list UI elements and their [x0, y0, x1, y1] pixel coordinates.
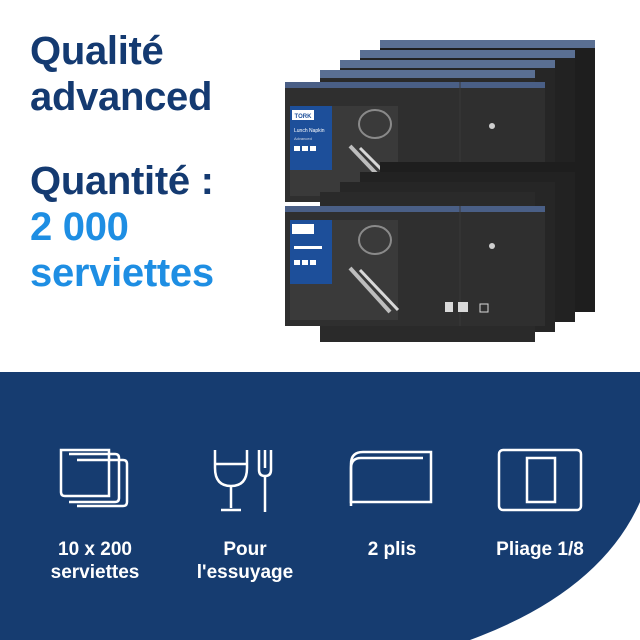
features-band: 10 x 200 serviettes Pour l'essuyage 2 pl…	[0, 372, 640, 640]
headline-quantity-value: 2 000	[30, 205, 129, 249]
product-image: TORK Lunch Napkin Advanced	[285, 40, 595, 342]
decorative-curve	[470, 502, 640, 640]
feature-ply-label: 2 plis	[367, 539, 417, 560]
fold-eighth-icon	[497, 448, 583, 512]
product-brand: TORK	[295, 114, 313, 120]
headline-quantity-label: Quantité :	[30, 159, 214, 203]
headline-quality: Qualité	[30, 29, 164, 73]
product-variant: Advanced	[294, 136, 312, 141]
headline: Qualité advanced Quantité : 2 000 servie…	[30, 28, 280, 296]
feature-quantity-label: 10 x 200 serviettes	[50, 539, 140, 583]
feature-ply: 2 plis	[322, 446, 462, 561]
headline-quantity-unit: serviettes	[30, 251, 214, 295]
feature-use: Pour l'essuyage	[175, 446, 315, 584]
feature-use-label: Pour l'essuyage	[196, 539, 294, 583]
feature-quantity: 10 x 200 serviettes	[25, 446, 165, 584]
two-ply-icon	[349, 450, 433, 506]
hero-section: Qualité advanced Quantité : 2 000 servie…	[30, 28, 595, 342]
stacked-napkins-icon	[59, 448, 129, 508]
product-name: Lunch Napkin	[294, 128, 325, 134]
feature-fold-label: Pliage 1/8	[496, 539, 584, 560]
feature-fold: Pliage 1/8	[470, 446, 610, 561]
package-front-lower	[285, 206, 545, 326]
glass-and-fork-icon	[213, 450, 273, 512]
headline-quality-level: advanced	[30, 75, 213, 119]
